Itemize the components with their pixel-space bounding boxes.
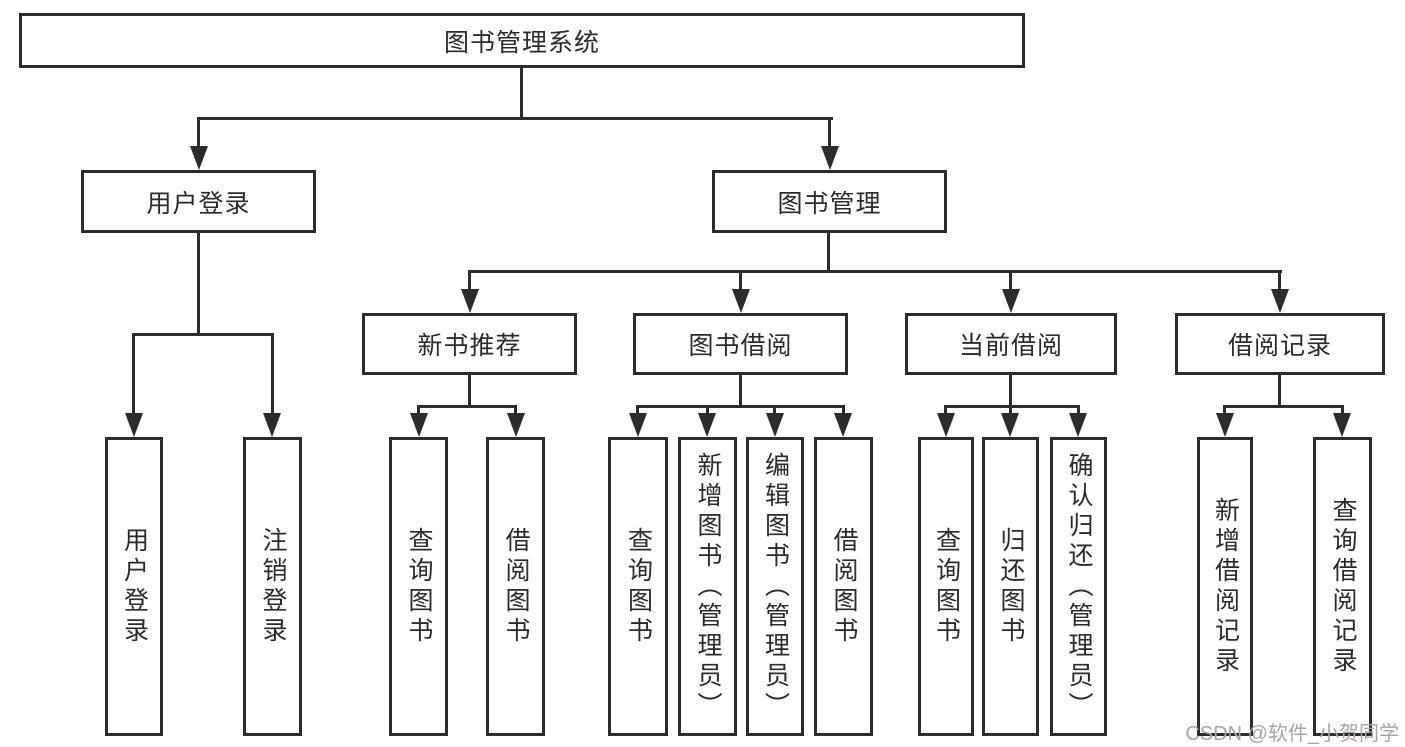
leaf-current-confirm-return-admin-label: 确认归还（管理员） — [1065, 451, 1093, 722]
arrow-down-icon — [821, 146, 839, 170]
leaf-borrow-borrow-books-label: 借阅图书 — [830, 526, 858, 647]
connector-vline — [271, 333, 274, 415]
leaf-logout: 注销登录 — [243, 437, 302, 736]
arrow-down-icon — [629, 413, 647, 437]
leaf-newrec-borrow-books: 借阅图书 — [486, 437, 545, 736]
leaf-user-login: 用户登录 — [105, 437, 163, 736]
leaf-newrec-borrow-books-label: 借阅图书 — [502, 526, 530, 647]
node-root-label: 图书管理系统 — [443, 28, 600, 57]
connector-vline — [197, 233, 200, 336]
leaf-logout-label: 注销登录 — [259, 526, 287, 647]
connector-vline — [197, 117, 200, 150]
arrow-down-icon — [732, 289, 750, 313]
arrow-down-icon — [937, 413, 955, 437]
node-new-book-recommend-label: 新书推荐 — [417, 332, 522, 360]
node-book-borrow: 图书借阅 — [633, 313, 848, 375]
leaf-borrow-edit-books-admin-label: 编辑图书（管理员） — [761, 451, 790, 722]
connector-vline — [1009, 375, 1012, 408]
connector-hline — [636, 405, 845, 408]
connector-hline — [944, 405, 1080, 408]
connector-hline — [468, 270, 1282, 273]
node-borrow-records: 借阅记录 — [1175, 313, 1385, 375]
connector-vline — [739, 375, 742, 408]
arrow-down-icon — [190, 146, 208, 170]
arrow-down-icon — [461, 289, 479, 313]
connector-vline — [1278, 375, 1281, 408]
arrow-down-icon — [1271, 289, 1289, 313]
leaf-records-query-record: 查询借阅记录 — [1313, 437, 1372, 736]
connector-vline — [827, 233, 830, 273]
leaf-borrow-query-books: 查询图书 — [608, 437, 668, 736]
watermark: CSDN @软件_小贺同学 — [1185, 723, 1399, 745]
node-current-borrow-label: 当前借阅 — [958, 332, 1063, 360]
arrow-down-icon — [1333, 413, 1351, 437]
leaf-current-query-books: 查询图书 — [918, 437, 974, 736]
leaf-current-confirm-return-admin: 确认归还（管理员） — [1050, 437, 1107, 736]
node-current-borrow: 当前借阅 — [905, 313, 1117, 375]
leaf-user-login-label: 用户登录 — [120, 526, 149, 647]
connector-vline — [842, 405, 845, 417]
connector-vline — [1077, 405, 1080, 417]
connector-hline — [1223, 405, 1344, 408]
node-user-login: 用户登录 — [81, 170, 316, 233]
connector-vline — [828, 117, 831, 150]
connector-hline — [417, 405, 517, 408]
node-root: 图书管理系统 — [19, 13, 1025, 68]
arrow-down-icon — [834, 413, 852, 437]
leaf-borrow-add-books-admin: 新增图书（管理员） — [678, 437, 737, 736]
connector-vline — [520, 68, 523, 120]
node-book-management-label: 图书管理 — [777, 189, 882, 218]
connector-vline — [944, 405, 947, 417]
arrow-down-icon — [698, 413, 716, 437]
leaf-records-query-record-label: 查询借阅记录 — [1329, 496, 1357, 677]
connector-vline — [132, 333, 135, 415]
connector-vline — [468, 270, 471, 292]
connector-vline — [514, 405, 517, 417]
arrow-down-icon — [263, 413, 281, 437]
connector-vline — [1278, 270, 1281, 292]
arrow-down-icon — [766, 413, 784, 437]
arrow-down-icon — [1216, 413, 1234, 437]
leaf-borrow-borrow-books: 借阅图书 — [814, 437, 873, 736]
leaf-borrow-query-books-label: 查询图书 — [624, 526, 653, 647]
connector-vline — [1009, 270, 1012, 292]
leaf-current-return-books-label: 归还图书 — [997, 526, 1025, 647]
arrow-down-icon — [410, 413, 428, 437]
leaf-newrec-query-books: 查询图书 — [389, 437, 448, 736]
node-user-login-label: 用户登录 — [146, 189, 251, 218]
node-book-management: 图书管理 — [712, 170, 947, 233]
node-new-book-recommend: 新书推荐 — [362, 313, 577, 375]
connector-vline — [773, 405, 776, 417]
leaf-current-return-books: 归还图书 — [982, 437, 1039, 736]
connector-vline — [739, 270, 742, 292]
connector-vline — [1223, 405, 1226, 417]
connector-vline — [636, 405, 639, 417]
connector-hline — [197, 117, 833, 120]
connector-hline — [132, 333, 274, 336]
leaf-borrow-edit-books-admin: 编辑图书（管理员） — [746, 437, 804, 736]
node-book-borrow-label: 图书借阅 — [688, 332, 793, 360]
leaf-newrec-query-books-label: 查询图书 — [405, 526, 433, 647]
leaf-borrow-add-books-admin-label: 新增图书（管理员） — [694, 451, 722, 722]
connector-vline — [468, 375, 471, 408]
leaf-records-add-record: 新增借阅记录 — [1197, 437, 1253, 736]
arrow-down-icon — [507, 413, 525, 437]
leaf-current-query-books-label: 查询图书 — [932, 526, 961, 647]
connector-vline — [417, 405, 420, 417]
node-borrow-records-label: 借阅记录 — [1227, 332, 1332, 360]
arrow-down-icon — [125, 413, 143, 437]
arrow-down-icon — [1069, 413, 1087, 437]
connector-vline — [1009, 405, 1012, 417]
arrow-down-icon — [1001, 413, 1019, 437]
arrow-down-icon — [1002, 289, 1020, 313]
leaf-records-add-record-label: 新增借阅记录 — [1211, 496, 1240, 677]
connector-vline — [706, 405, 709, 417]
connector-vline — [1341, 405, 1344, 417]
